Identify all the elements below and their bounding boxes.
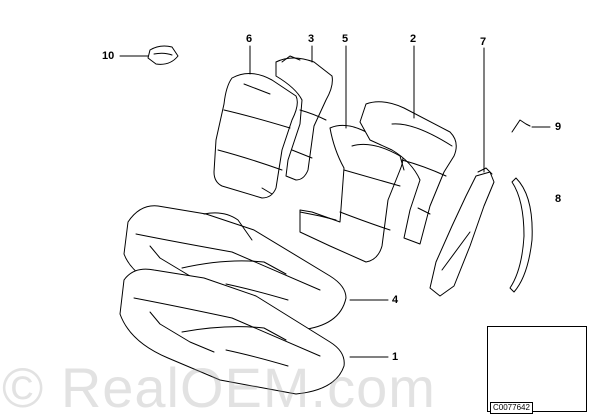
callout-7[interactable]: 7 [480,36,487,48]
callout-6[interactable]: 6 [246,33,253,45]
callout-5[interactable]: 5 [342,33,349,45]
part-3-backrest-cover[interactable] [275,55,333,181]
part-1-seat-base[interactable] [119,268,345,395]
callout-4[interactable]: 4 [392,294,399,306]
callout-2[interactable]: 2 [410,33,417,45]
part-10-pad[interactable] [147,45,179,65]
callout-1[interactable]: 1 [392,351,399,363]
part-2-backrest-right[interactable] [359,101,457,245]
diagram-reference-code: C0077642 [490,402,533,414]
part-9-clip[interactable] [511,119,531,133]
leader-lines [119,45,551,358]
part-6-backrest-left[interactable] [213,73,298,199]
vehicle-location-box [487,326,587,412]
part-7-side-bolster[interactable] [429,167,495,297]
callout-9[interactable]: 9 [555,121,562,133]
part-8-wire[interactable] [509,177,533,293]
callout-3[interactable]: 3 [308,33,315,45]
callout-10[interactable]: 10 [102,50,115,62]
callout-8[interactable]: 8 [555,193,562,205]
